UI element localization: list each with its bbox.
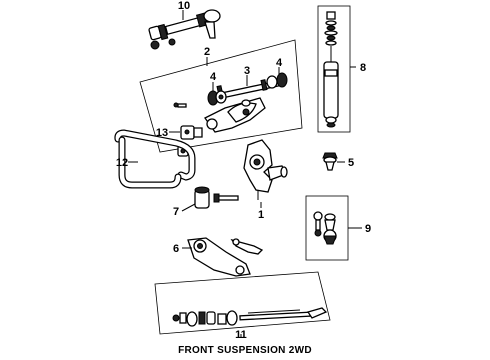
callout-11: 11: [235, 329, 247, 341]
callout-1: 1: [258, 209, 264, 221]
part-10-tie-rod-end: [148, 9, 221, 50]
part-small-bolt: [173, 102, 187, 108]
callout-4a: 4: [210, 71, 217, 83]
part-4-bushing-right: [266, 72, 288, 89]
callout-9: 8: [360, 62, 366, 74]
callout-4b: 4: [276, 57, 283, 69]
callout-6: 6: [173, 243, 179, 255]
part-13-stabilizer-bushing: [180, 125, 203, 140]
part-5-ball-joint: [322, 152, 338, 171]
part-2-upper-arm-box: [139, 39, 303, 153]
part-8-ball-joint-kit: [305, 195, 349, 261]
part-upper-control-arm: [204, 97, 266, 133]
leader-7: [181, 203, 196, 212]
callout-7: 7: [173, 206, 179, 218]
part-11-strut-rod: [154, 271, 331, 335]
callout-10: 10: [178, 0, 190, 12]
callout-3: 3: [244, 65, 250, 77]
callout-13: 13: [156, 127, 168, 139]
callout-8: 9: [365, 223, 371, 235]
part-4-bushing-left: [207, 90, 227, 106]
part-1-spindle: [243, 139, 288, 200]
part-6-lower-control-arm: [187, 237, 264, 277]
diagram-title: FRONT SUSPENSION 2WD: [178, 345, 312, 356]
callout-2: 2: [204, 46, 210, 58]
part-7-bushing-bolt: [194, 186, 239, 209]
callout-5: 5: [348, 157, 354, 169]
callout-12: 12: [116, 157, 128, 169]
part-9-shock-absorber: [317, 5, 351, 133]
part-12-stabilizer-bar: [114, 129, 196, 189]
